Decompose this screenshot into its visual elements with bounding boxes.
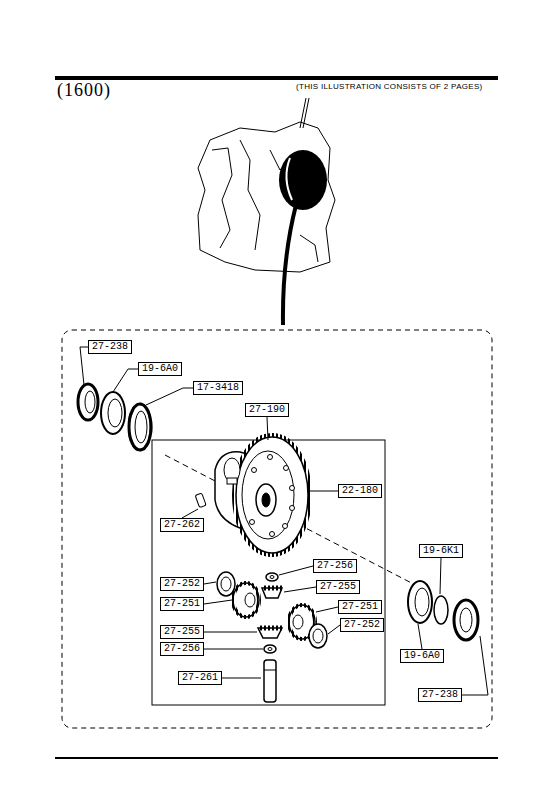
callout-number: 27-256 bbox=[160, 642, 204, 656]
leader-line bbox=[418, 624, 422, 649]
callout-number: 27-238 bbox=[418, 688, 462, 702]
callout-number: 27-190 bbox=[245, 403, 289, 417]
leader-line bbox=[146, 388, 193, 405]
callout-number: 22-180 bbox=[338, 484, 382, 498]
callout-number: 19-6K1 bbox=[419, 544, 463, 558]
leader-line bbox=[462, 636, 488, 695]
callout-number: 27-252 bbox=[340, 618, 384, 632]
leader-line bbox=[328, 625, 340, 634]
callout-number: 27-252 bbox=[160, 577, 204, 591]
leader-line bbox=[279, 566, 313, 575]
page-title: (1600) bbox=[57, 80, 111, 101]
callout-number: 27-262 bbox=[160, 518, 204, 532]
leader-line bbox=[204, 582, 216, 584]
leader-line bbox=[284, 587, 316, 592]
callout-number: 17-3418 bbox=[193, 381, 243, 395]
callout-number: 27-251 bbox=[160, 597, 204, 611]
callout-number: 19-6A0 bbox=[138, 362, 182, 376]
callout-number: 27-238 bbox=[88, 340, 132, 354]
callout-number: 27-256 bbox=[313, 559, 357, 573]
callout-number: 27-251 bbox=[338, 600, 382, 614]
leader-line bbox=[204, 600, 232, 604]
leader-line bbox=[80, 347, 88, 385]
leader-line bbox=[316, 607, 338, 612]
leader-line bbox=[222, 678, 261, 679]
leader-line bbox=[308, 491, 338, 492]
leader-line bbox=[440, 558, 441, 594]
callout-number: 27-261 bbox=[178, 671, 222, 685]
page-note: (THIS ILLUSTRATION CONSISTS OF 2 PAGES) bbox=[296, 82, 483, 91]
leader-line bbox=[182, 509, 198, 518]
leader-line bbox=[113, 369, 138, 392]
callout-number: 19-6A0 bbox=[400, 649, 444, 663]
callout-number: 27-255 bbox=[316, 580, 360, 594]
callout-number: 27-255 bbox=[160, 625, 204, 639]
leader-line bbox=[204, 649, 263, 650]
leader-line bbox=[204, 632, 257, 633]
leader-line bbox=[267, 417, 269, 440]
